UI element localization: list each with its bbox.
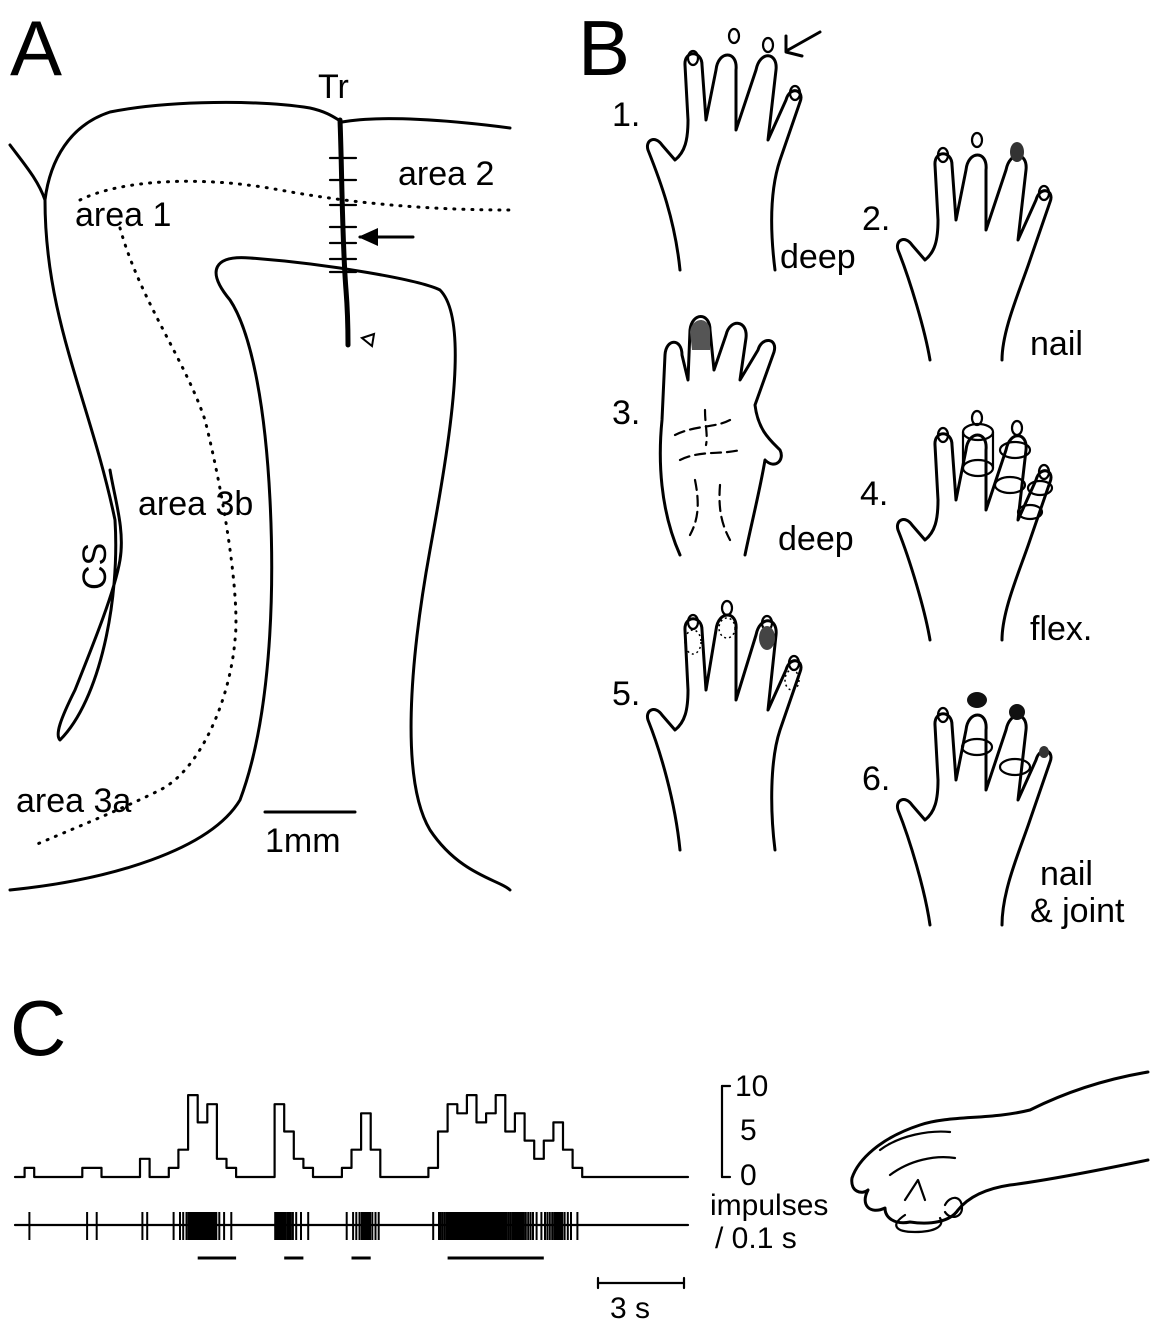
hand-1-number: 1. — [612, 96, 640, 134]
track-label: Tr — [318, 68, 349, 106]
panel-a: A Tr area 2 area 1 area 3b area 3a CS — [10, 4, 510, 890]
y-tick-0: 0 — [740, 1159, 757, 1192]
sulcus-wall — [45, 200, 121, 740]
hand-3-label: deep — [778, 520, 854, 558]
area-2-label: area 2 — [398, 155, 494, 193]
panel-b: B 1. deep 2. nail — [578, 4, 1125, 930]
hand-6-label-line2: & joint — [1030, 892, 1125, 930]
time-scale-bar — [598, 1278, 684, 1288]
hand-1-label: deep — [780, 238, 856, 276]
scale-bar-a-label: 1mm — [265, 822, 341, 860]
track-end-marker — [362, 334, 374, 346]
impulse-histogram — [15, 1095, 688, 1177]
area-1-label: area 1 — [75, 196, 171, 234]
electrode-track — [340, 120, 348, 345]
panel-a-label: A — [10, 4, 62, 92]
panel-b-label: B — [578, 4, 630, 92]
nail-shaded-6b — [1009, 704, 1025, 720]
y-tick-5: 5 — [740, 1114, 757, 1147]
arrow-indicator-b — [786, 32, 820, 56]
hand-3 — [660, 317, 781, 556]
hand-6-number: 6. — [862, 760, 890, 798]
hand-2 — [897, 133, 1051, 360]
hand-4 — [897, 411, 1052, 640]
nail-shaded-2 — [1010, 142, 1024, 162]
time-scale-label: 3 s — [610, 1292, 650, 1322]
area-3a-label: area 3a — [16, 782, 131, 820]
y-unit-line2: / 0.1 s — [715, 1222, 797, 1255]
nail-shaded-6a — [967, 692, 987, 708]
area-3b-label: area 3b — [138, 485, 253, 523]
arrow-indicator-a — [358, 228, 413, 246]
hand-3-number: 3. — [612, 394, 640, 432]
panel-c-label: C — [10, 984, 66, 1072]
hand-6-label-line1: nail — [1040, 855, 1093, 893]
y-tick-10: 10 — [735, 1070, 768, 1103]
nail-shaded-6c — [1039, 746, 1049, 758]
hand-5 — [647, 601, 801, 850]
y-unit-line1: impulses — [710, 1189, 828, 1222]
hand-4-label: flex. — [1030, 610, 1092, 648]
border-area1-area3b — [35, 228, 236, 845]
hand-4-number: 4. — [860, 475, 888, 513]
paw-illustration — [852, 1072, 1148, 1232]
panel-c: C 10 5 0 impulses / 0.1 s 3 s — [10, 984, 1148, 1322]
hand-5-number: 5. — [612, 675, 640, 713]
fingertip-shaded-5 — [759, 626, 775, 650]
cs-label: CS — [76, 543, 114, 590]
hand-6 — [897, 692, 1051, 925]
fingertip-dotted-5b — [719, 618, 735, 638]
fingertip-shaded-3 — [690, 320, 710, 350]
hand-2-number: 2. — [862, 200, 890, 238]
hand-2-label: nail — [1030, 325, 1083, 363]
hand-1 — [647, 29, 801, 270]
y-scale — [722, 1086, 730, 1177]
